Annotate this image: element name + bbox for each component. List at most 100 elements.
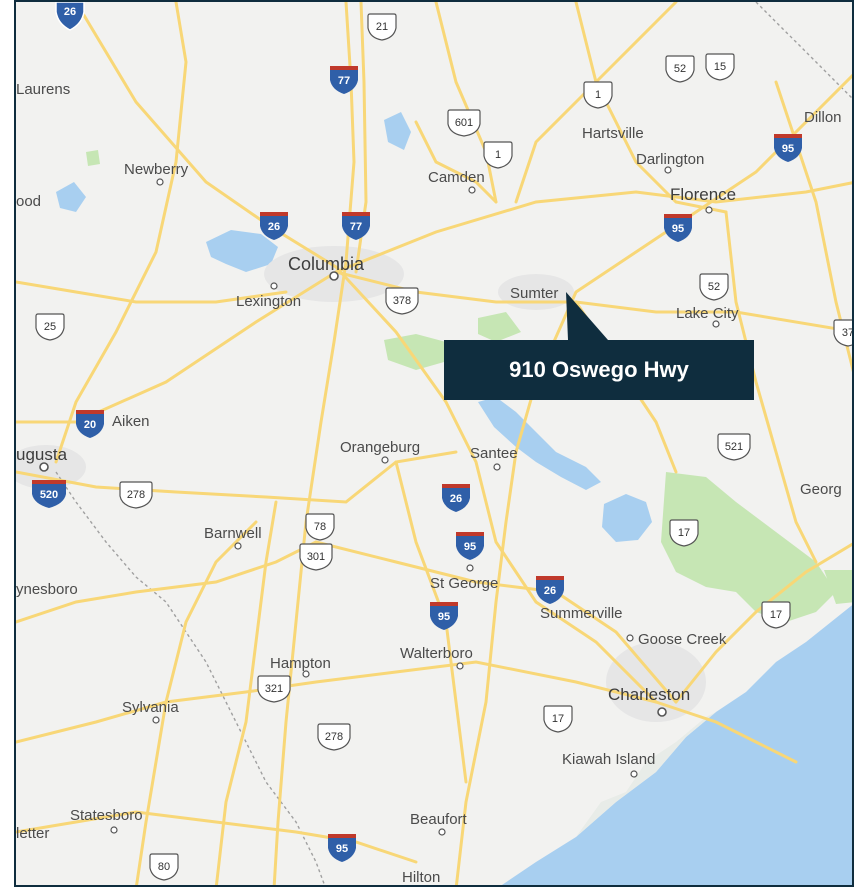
svg-text:278: 278 (325, 731, 343, 743)
i20-shield: 20 (76, 410, 104, 438)
svg-text:520: 520 (40, 489, 58, 501)
city-charleston: Charleston (608, 685, 690, 704)
i95-shield-3: 95 (430, 602, 458, 630)
i77-shield-2: 77 (342, 212, 370, 240)
city-metter: letter (16, 825, 49, 842)
us1-shield: 1 (583, 81, 613, 109)
svg-text:25: 25 (44, 321, 56, 333)
us52-shield: 52 (665, 55, 695, 83)
svg-text:1: 1 (495, 149, 501, 161)
callout-pointer (566, 292, 608, 340)
lake-greenwood (56, 182, 86, 212)
svg-text:80: 80 (158, 861, 170, 873)
city-markers (39, 166, 720, 836)
us-route-shields: 21 52 15 1 601 1 52 378 (35, 13, 852, 881)
svg-text:26: 26 (544, 585, 556, 597)
svg-text:301: 301 (307, 551, 325, 563)
svg-text:95: 95 (438, 611, 450, 623)
us17-shield: 17 (669, 519, 699, 547)
svg-text:95: 95 (782, 143, 794, 155)
us601-shield: 601 (447, 109, 481, 137)
city-columbia: Columbia (288, 254, 365, 274)
svg-text:321: 321 (265, 683, 283, 695)
map-frame: 26 77 26 77 95 95 20 (14, 0, 854, 887)
i95-shield-2: 95 (456, 532, 484, 560)
us21-shield: 21 (367, 13, 397, 41)
svg-text:26: 26 (64, 6, 76, 18)
city-lexington: Lexington (236, 293, 301, 310)
city-newberry: Newberry (124, 161, 189, 178)
svg-text:521: 521 (725, 441, 743, 453)
i26-shield-2: 26 (260, 212, 288, 240)
city-labels: Laurens Newberry ood Camden Hartsville D… (16, 81, 842, 886)
city-orangeburg: Orangeburg (340, 439, 420, 456)
us78-shield: 78 (305, 513, 335, 541)
city-hilton: Hilton (402, 869, 440, 886)
city-st-george: St George (430, 575, 498, 592)
svg-text:26: 26 (450, 493, 462, 505)
us278-shield: 278 (119, 481, 153, 509)
i95-shield-florence: 95 (664, 214, 692, 242)
lake-wateree (384, 112, 411, 150)
us25-shield: 25 (35, 313, 65, 341)
svg-text:26: 26 (268, 221, 280, 233)
road-network (16, 2, 852, 885)
svg-text:17: 17 (678, 527, 690, 539)
city-augusta: ugusta (16, 445, 68, 464)
park-east (824, 570, 852, 604)
svg-text:17: 17 (552, 713, 564, 725)
us37-shield: 37 (833, 319, 852, 347)
city-dillon: Dillon (804, 109, 842, 126)
us521-shield: 521 (717, 433, 751, 461)
city-darlington: Darlington (636, 151, 704, 168)
us80-shield: 80 (149, 853, 179, 881)
city-florence: Florence (670, 185, 736, 204)
svg-text:95: 95 (672, 223, 684, 235)
city-lake-city: Lake City (676, 305, 739, 322)
svg-text:77: 77 (350, 221, 362, 233)
us1-shield-2: 1 (483, 141, 513, 169)
ocean (501, 605, 852, 885)
city-sylvania: Sylvania (122, 699, 179, 716)
map-canvas[interactable]: 26 77 26 77 95 95 20 (16, 2, 854, 887)
lake-marion (478, 397, 601, 490)
address-callout[interactable]: 910 Oswego Hwy (444, 340, 754, 400)
i77-shield: 77 (330, 66, 358, 94)
coastal-marsh (576, 712, 716, 837)
i95-shield-4: 95 (328, 834, 356, 862)
manchester-forest (478, 312, 521, 342)
svg-text:77: 77 (338, 75, 350, 87)
city-waynesboro: ynesboro (16, 581, 78, 598)
us301-shield: 301 (299, 543, 333, 571)
svg-text:52: 52 (674, 63, 686, 75)
us17-shield-2: 17 (761, 601, 791, 629)
city-ood: ood (16, 193, 41, 210)
city-hampton: Hampton (270, 655, 331, 672)
i26-shield-3: 26 (442, 484, 470, 512)
svg-text:378: 378 (393, 295, 411, 307)
svg-text:20: 20 (84, 419, 96, 431)
congaree-park (384, 334, 446, 370)
state-border (55, 471, 326, 885)
city-laurens: Laurens (16, 81, 70, 98)
city-barnwell: Barnwell (204, 525, 262, 542)
svg-text:17: 17 (770, 609, 782, 621)
svg-text:21: 21 (376, 21, 388, 33)
lake-moultrie (602, 494, 652, 542)
city-aiken: Aiken (112, 413, 150, 430)
city-georgetown: Georg (800, 481, 842, 498)
urban-charleston (606, 642, 706, 722)
city-sumter: Sumter (510, 285, 558, 302)
us15-shield: 15 (705, 53, 735, 81)
city-kiawah-island: Kiawah Island (562, 751, 655, 768)
city-santee: Santee (470, 445, 518, 462)
us278-shield-2: 278 (317, 723, 351, 751)
svg-text:52: 52 (708, 281, 720, 293)
i95-shield-ne: 95 (774, 134, 802, 162)
us378-shield: 378 (385, 287, 419, 315)
lake-murray (206, 230, 278, 272)
address-label: 910 Oswego Hwy (509, 357, 689, 382)
us321-shield: 321 (257, 675, 291, 703)
city-summerville: Summerville (540, 605, 623, 622)
city-camden: Camden (428, 169, 485, 186)
